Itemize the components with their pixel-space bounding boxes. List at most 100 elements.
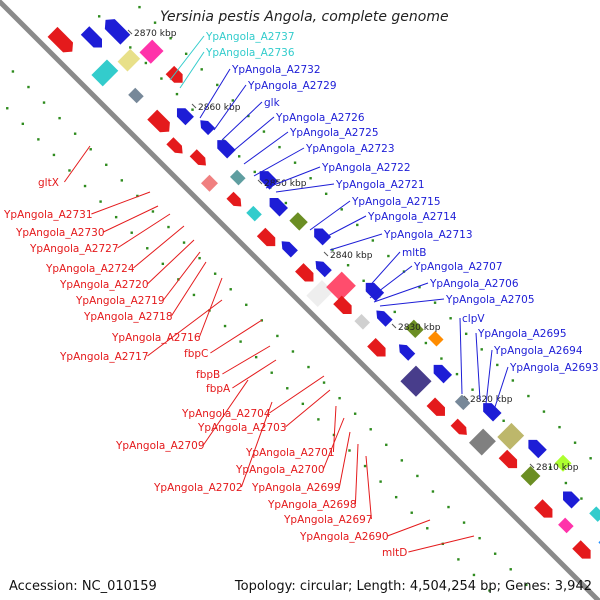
label-leader-line: [275, 183, 335, 193]
track-dot: [216, 83, 219, 87]
track-dot: [363, 464, 367, 468]
tick-label: 2810 kbp: [536, 463, 579, 473]
gene-label-forward: YpAngola_A2701: [245, 447, 335, 459]
gene-feature: [289, 212, 308, 231]
gene-feature: [426, 397, 445, 416]
label-leader-line: [213, 84, 247, 131]
track-dot: [293, 161, 297, 164]
topology-text: Topology: circular; Length: 4,504,254 bp…: [234, 579, 592, 594]
track-dot: [471, 388, 474, 391]
tick-label: 2850 kbp: [264, 179, 307, 189]
gene-feature: [563, 491, 581, 509]
track-dot: [549, 466, 552, 469]
gene-label-forward: YpAngola_A2699: [251, 482, 341, 494]
track-dot: [369, 428, 372, 431]
gene-label-forward: fbpC: [184, 348, 208, 360]
gene-feature: [554, 454, 572, 472]
gene-feature: [589, 506, 600, 522]
gene-label-reverse: YpAngola_A2705: [445, 294, 535, 306]
gene-feature: [454, 394, 471, 411]
track-dot: [37, 138, 40, 141]
label-leader-line: [265, 166, 321, 189]
track-dot: [387, 254, 390, 258]
track-dot: [301, 402, 305, 406]
gene-feature: [166, 137, 183, 154]
gene-feature: [306, 280, 334, 307]
tick-label: 2870 kbp: [134, 29, 177, 39]
track-dot: [464, 332, 468, 336]
gene-label-forward: YpAngola_A2697: [283, 514, 373, 526]
gene-label-reverse: YpAngola_A2726: [275, 112, 365, 124]
track-dot: [338, 396, 341, 400]
track-dot: [480, 348, 483, 351]
label-leader-line: [91, 191, 151, 215]
label-leader-line: [117, 213, 171, 249]
track-dot: [307, 365, 310, 369]
track-dot: [379, 480, 382, 483]
track-dot: [120, 179, 124, 182]
gene-feature: [226, 191, 242, 207]
track-dot: [184, 52, 188, 56]
gene-label-reverse: YpAngola_A2693: [509, 362, 599, 374]
track-dot: [449, 317, 452, 320]
track-dot: [478, 536, 481, 540]
track-dot: [42, 101, 46, 104]
gene-label-forward: gltX: [38, 177, 59, 189]
label-leader-line: [408, 535, 475, 553]
track-dot: [114, 215, 118, 219]
track-dot: [447, 505, 450, 509]
gene-label-reverse: YpAngola_A2706: [429, 278, 519, 290]
gene-feature: [315, 260, 332, 278]
gene-feature: [365, 282, 385, 302]
gene-feature: [117, 48, 141, 72]
tick-mark: [463, 395, 469, 401]
gene-feature: [528, 439, 547, 459]
track-dot: [58, 116, 61, 120]
gene-label-forward: YpAngola_A2730: [15, 227, 105, 239]
gene-label-reverse: YpAngola_A2714: [367, 211, 457, 223]
gene-feature: [427, 330, 444, 347]
label-leader-line: [475, 332, 481, 401]
track-dot: [564, 481, 568, 485]
track-dot: [167, 225, 170, 229]
gene-feature: [229, 169, 246, 186]
track-dot: [356, 223, 359, 227]
track-dot: [192, 293, 196, 297]
track-dot: [286, 387, 289, 390]
gene-feature: [176, 108, 194, 126]
label-leader-line: [231, 116, 275, 153]
track-dot: [144, 61, 148, 65]
track-dot: [253, 170, 256, 174]
label-leader-line: [170, 261, 207, 317]
gene-label-reverse: YpAngola_A2722: [321, 162, 411, 174]
gene-label-forward: fbpA: [206, 383, 231, 395]
track-dot: [262, 130, 266, 133]
track-dot: [237, 155, 241, 158]
label-leader-line: [459, 317, 463, 395]
gene-label-forward: YpAngola_A2718: [83, 311, 173, 323]
track-dot: [418, 285, 421, 289]
track-dot: [340, 208, 343, 211]
gene-label-forward: YpAngola_A2709: [115, 440, 205, 452]
gene-feature: [47, 26, 74, 53]
tick-mark: [257, 179, 263, 185]
track-dot: [191, 108, 194, 111]
track-dot: [527, 394, 530, 398]
gene-feature: [534, 499, 553, 518]
track-dot: [73, 132, 77, 135]
gene-label-forward: YpAngola_A2720: [59, 279, 149, 291]
gene-label-forward: YpAngola_A2731: [3, 209, 93, 221]
label-leader-line: [322, 417, 345, 470]
label-leader-line: [319, 215, 367, 241]
track-dot: [99, 200, 102, 203]
gene-feature: [433, 364, 453, 384]
track-dot: [440, 357, 443, 360]
gene-feature: [498, 449, 518, 469]
track-dot: [169, 37, 172, 40]
gene-label-reverse: YpAngola_A2694: [493, 345, 583, 357]
gene-label-forward: YpAngola_A2702: [153, 482, 243, 494]
track-dot: [52, 153, 56, 157]
track-dot: [284, 201, 288, 205]
gene-label-reverse: YpAngola_A2725: [289, 127, 379, 139]
label-leader-line: [147, 299, 223, 357]
